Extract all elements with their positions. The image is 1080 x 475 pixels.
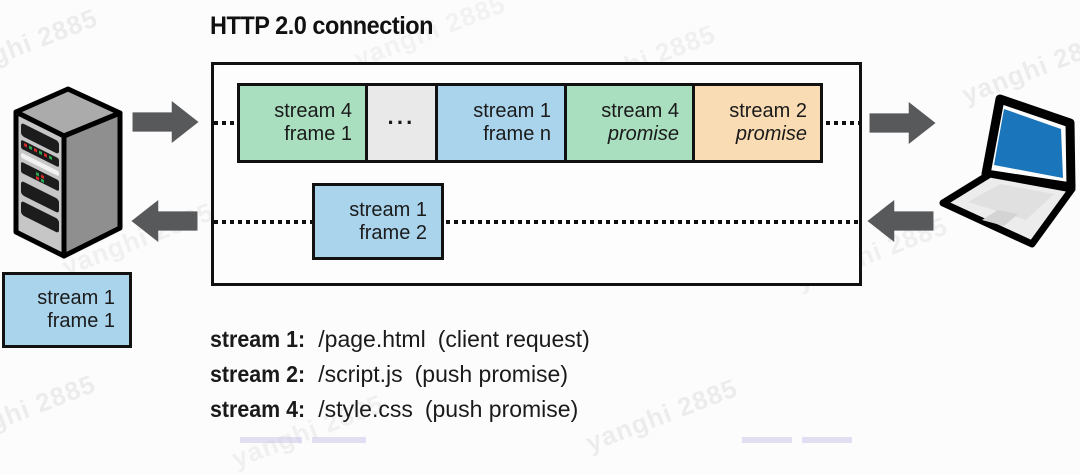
legend-stream-label: stream 1: — [210, 326, 306, 352]
frame-stream-label: stream 4 — [601, 100, 679, 123]
frame-stream1-frame2: stream 1 frame 2 — [312, 183, 444, 260]
frame-ellipsis: ··· — [365, 83, 438, 163]
laptop-keyboard — [968, 184, 1054, 220]
server-front-detail — [21, 123, 59, 233]
laptop-icon — [939, 94, 1076, 248]
cropped-artifact — [240, 437, 302, 443]
frame-promise-label: promise — [607, 123, 679, 145]
legend-row-stream2: stream 2: /script.js (push promise) — [210, 361, 590, 388]
legend-stream-label: stream 2: — [210, 361, 306, 387]
frame-stream-label: stream 1 — [473, 100, 551, 123]
arrow-left-laptop-to-connection-icon — [867, 199, 934, 243]
frame-promise-label: promise — [735, 123, 807, 145]
stream-legend: stream 1: /page.html (client request) stre… — [210, 326, 590, 431]
server-icon — [13, 86, 123, 259]
legend-note: (client request) — [437, 326, 590, 352]
frame-stream-label: stream 4 — [274, 100, 352, 123]
legend-note: (push promise) — [424, 396, 579, 422]
frame-stream1-frame1-queued: stream 1 frame 1 — [2, 272, 132, 348]
multiplexed-frames-row: stream 4 frame 1 ··· stream 1 frame n st… — [237, 83, 823, 163]
watermark: yanghi 2885 — [0, 2, 102, 88]
frame-stream4-promise: stream 4 promise — [564, 83, 695, 163]
frame-stream-label: stream 1 — [37, 287, 115, 310]
server-side-face — [61, 110, 123, 259]
frame-stream2-promise: stream 2 promise — [692, 83, 823, 163]
legend-row-stream4: stream 4: /style.css (push promise) — [210, 396, 590, 423]
frame-id-label: frame 1 — [47, 310, 115, 332]
arrow-left-connection-to-server-icon — [131, 199, 198, 243]
cropped-artifact — [802, 437, 852, 443]
frame-id-label: frame n — [483, 123, 551, 145]
legend-resource-path: /style.css — [318, 396, 413, 422]
request-stream-dotted-line-right — [826, 121, 859, 125]
frame-stream4-frame1: stream 4 frame 1 — [237, 83, 368, 163]
frame-stream-label: stream 2 — [729, 100, 807, 123]
watermark: yanghi 2885 — [0, 368, 100, 454]
cropped-artifact — [742, 437, 792, 443]
legend-stream-label: stream 4: — [210, 396, 306, 422]
frame-id-label: frame 1 — [284, 123, 352, 145]
frame-id-label: frame 2 — [359, 221, 427, 244]
server-led-lights — [24, 143, 52, 184]
http2-connection-box: stream 4 frame 1 ··· stream 1 frame n st… — [211, 62, 862, 286]
diagram-title: HTTP 2.0 connection — [210, 12, 434, 40]
legend-resource-path: /page.html — [318, 326, 426, 352]
legend-resource-path: /script.js — [318, 361, 403, 387]
laptop-trackpad — [982, 210, 1018, 226]
response-stream-dotted-line — [214, 220, 859, 224]
watermark: yanghi 2885 — [581, 372, 742, 458]
legend-note: (push promise) — [414, 361, 569, 387]
laptop-screen — [994, 109, 1063, 178]
arrow-right-connection-to-laptop-icon — [869, 101, 936, 145]
ellipsis-label: ··· — [387, 110, 416, 136]
frame-stream-label: stream 1 — [349, 198, 427, 221]
arrow-right-server-to-connection-icon — [132, 100, 199, 144]
cropped-artifact — [312, 437, 366, 443]
legend-row-stream1: stream 1: /page.html (client request) — [210, 326, 590, 353]
frame-stream1-framen: stream 1 frame n — [435, 83, 567, 163]
request-stream-dotted-line-left — [214, 121, 238, 125]
